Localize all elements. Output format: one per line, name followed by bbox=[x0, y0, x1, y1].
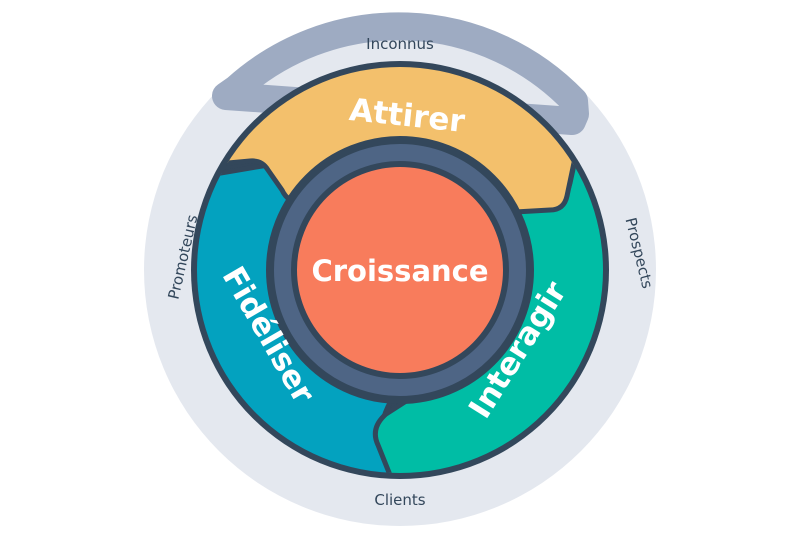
center-label: Croissance bbox=[311, 254, 488, 288]
center-circle bbox=[291, 161, 509, 379]
outer-ring-highlight bbox=[212, 12, 589, 135]
ring-label-inconnus: Inconnus bbox=[366, 35, 434, 53]
ring-label-clients: Clients bbox=[374, 491, 425, 509]
